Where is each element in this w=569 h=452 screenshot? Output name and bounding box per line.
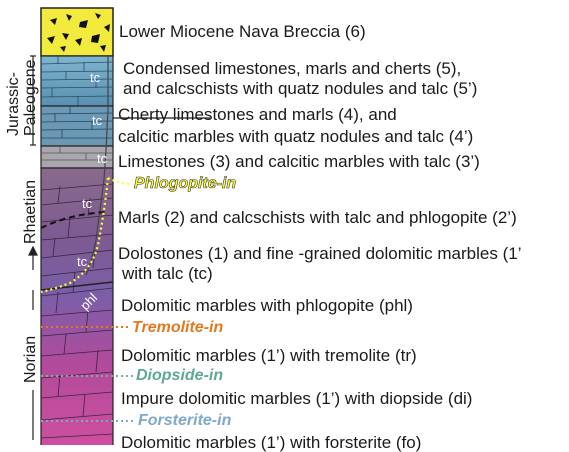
unit-1-description-line2: with talc (tc) (122, 264, 213, 283)
phlogopite-isograd-label: Phlogopite-in (134, 175, 236, 193)
unit-4-description-line2: calcitic marbles with quatz nodules and … (118, 127, 473, 146)
phlogopite-zone-description: Dolomitic marbles with phlogopite (phl) (121, 296, 413, 315)
diopside-zone-description: Impure dolomitic marbles (1’) with diops… (121, 389, 472, 408)
diopside-isograd-label: Diopside-in (136, 367, 223, 385)
unit-2-description: Marls (2) and calcschists with talc and … (118, 208, 517, 227)
age-label-rhaetian: Rhaetian (22, 180, 40, 244)
talc-mark-5: tc (90, 68, 100, 87)
unit-5-description-line1: Condensed limestones, marls and cherts (… (123, 59, 461, 78)
talc-mark-3: tc (97, 149, 107, 168)
talc-mark-1: tc (77, 252, 87, 271)
age-label-paleogene: Paleogene (22, 59, 40, 136)
tremolite-zone-description: Dolomitic marbles (1’) with tremolite (t… (121, 346, 417, 365)
age-label-jurassic: Jurassic- (5, 72, 23, 136)
unit-3-description: Limestones (3) and calcitic marbles with… (118, 152, 480, 171)
age-label-norian: Norian (22, 336, 40, 383)
lower-units-marbles (41, 168, 113, 445)
forsterite-zone-description: Dolomitic marbles (1’) with forsterite (… (121, 433, 421, 452)
unit-1-description-line1: Dolostones (1) and fine -grained dolomit… (118, 244, 521, 263)
unit-4-description-line1: Cherty limestones and marls (4), and (118, 105, 397, 124)
tremolite-isograd-label: Tremolite-in (132, 319, 223, 337)
unit-6-description: Lower Miocene Nava Breccia (6) (119, 22, 366, 41)
unit-5-description-line2: and calcschists with quatz nodules and t… (123, 79, 477, 98)
forsterite-isograd-label: Forsterite-in (138, 412, 231, 430)
talc-mark-2: tc (82, 194, 92, 213)
talc-mark-4: tc (92, 111, 102, 130)
unit-4-cherty-limestones (41, 106, 113, 146)
